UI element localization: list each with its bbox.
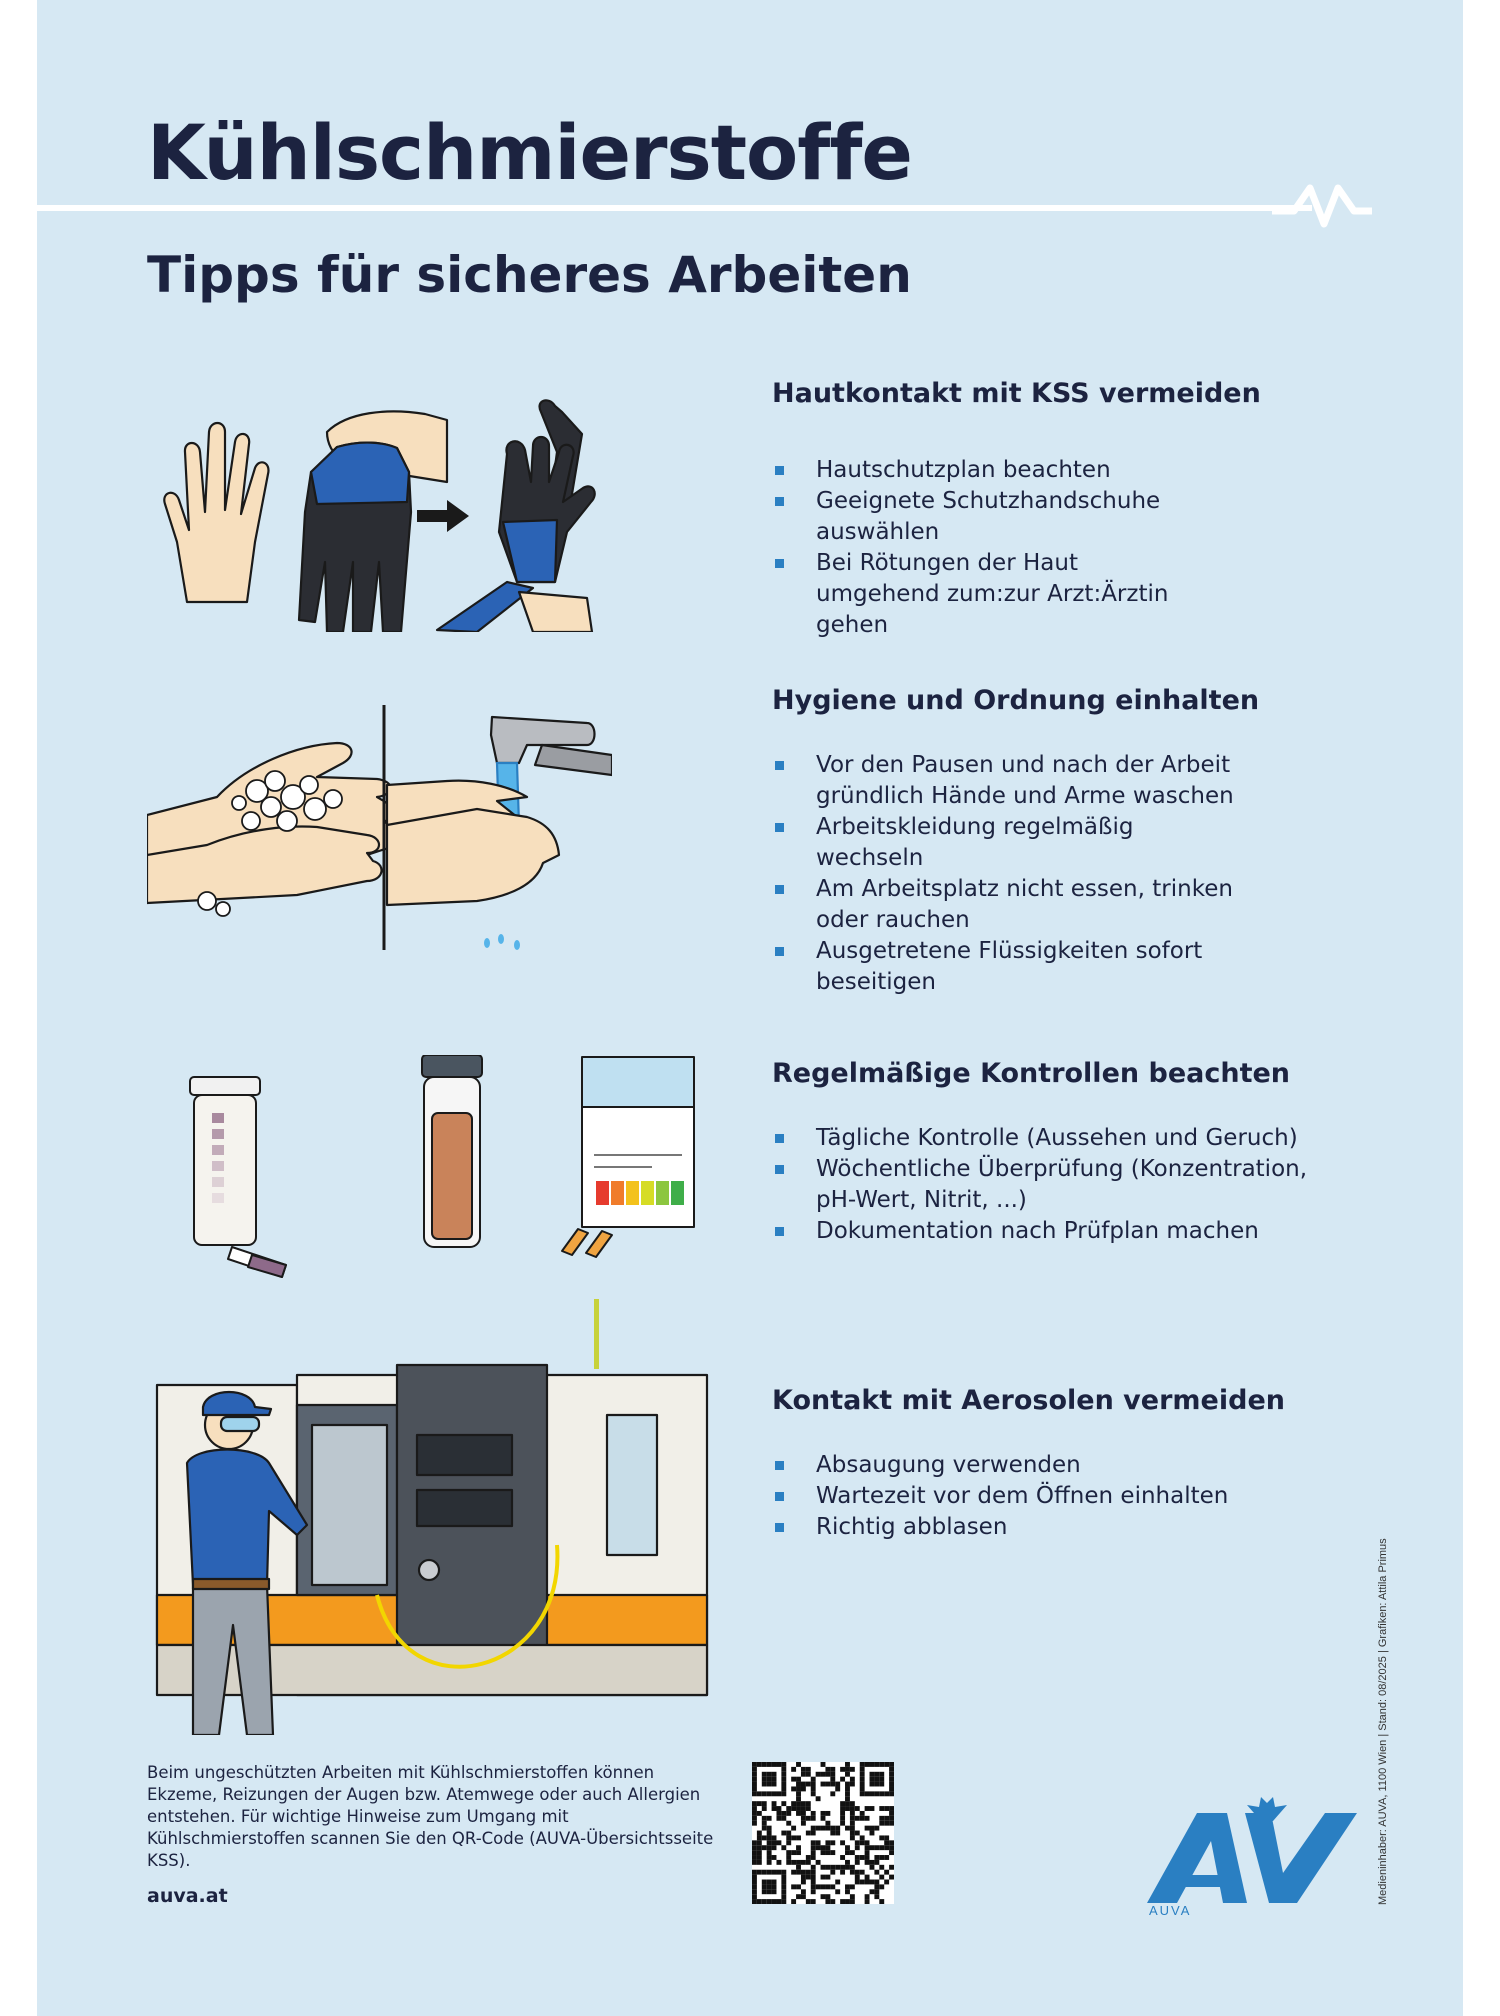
section-heading-aerosols: Kontakt mit Aerosolen vermeiden: [772, 1385, 1285, 1416]
test-kit-illustration: [189, 1055, 695, 1278]
bullet-list-skin: Hautschutzplan beachten Geeignete Schutz…: [772, 455, 1192, 641]
eagle-icon: [1247, 1797, 1287, 1821]
list-item: Bei Rötungen der Haut umgehend zum:zur A…: [772, 548, 1192, 641]
list-item: Dokumentation nach Prüfplan machen: [772, 1216, 1312, 1247]
list-item: Ausgetretene Flüssigkeiten sofort beseit…: [772, 936, 1242, 998]
bullet-square-icon: [775, 885, 784, 894]
bullet-list-hygiene: Vor den Pausen und nach der Arbeit gründ…: [772, 750, 1242, 998]
list-item: Wartezeit vor dem Öffnen einhalten: [772, 1481, 1242, 1512]
section-heading-hygiene: Hygiene und Ordnung einhalten: [772, 685, 1260, 716]
logo-wordmark: AUVA: [1149, 1903, 1191, 1915]
title-rule-wave-icon: [1272, 184, 1372, 228]
cnc-machine-illustration: [155, 1299, 709, 1735]
list-item: Vor den Pausen und nach der Arbeit gründ…: [772, 750, 1242, 812]
bullet-square-icon: [775, 466, 784, 475]
list-item: Am Arbeitsplatz nicht essen, trinken ode…: [772, 874, 1242, 936]
bullet-square-icon: [775, 497, 784, 506]
bullet-list-aerosols: Absaugung verwenden Wartezeit vor dem Öf…: [772, 1450, 1242, 1543]
list-item: Geeignete Schutzhandschuhe auswählen: [772, 486, 1192, 548]
section-heading-controls: Regelmäßige Kontrollen beachten: [772, 1058, 1291, 1089]
poster: Kühlschmierstoffe Tipps für sicheres Arb…: [37, 0, 1463, 2016]
list-item: Absaugung verwenden: [772, 1450, 1242, 1481]
footer-description: Beim ungeschützten Arbeiten mit Kühlschm…: [147, 1763, 714, 1870]
list-item: Hautschutzplan beachten: [772, 455, 1192, 486]
glove-illustration: [163, 399, 596, 632]
title-rule: [37, 205, 1312, 211]
bullet-square-icon: [775, 1461, 784, 1470]
qr-code[interactable]: [752, 1762, 894, 1904]
bullet-square-icon: [775, 1165, 784, 1174]
bullet-square-icon: [775, 1523, 784, 1532]
bullet-square-icon: [775, 761, 784, 770]
bullet-square-icon: [775, 823, 784, 832]
bullet-list-controls: Tägliche Kontrolle (Aussehen und Geruch)…: [772, 1123, 1312, 1247]
list-item: Arbeitskleidung regelmäßig wechseln: [772, 812, 1242, 874]
footer-url-link[interactable]: auva.at: [147, 1885, 228, 1907]
list-item: Richtig abblasen: [772, 1512, 1242, 1543]
section-heading-skin: Hautkontakt mit KSS vermeiden: [772, 378, 1261, 409]
page-subtitle: Tipps für sicheres Arbeiten: [147, 246, 912, 304]
bullet-square-icon: [775, 1134, 784, 1143]
list-item: Wöchentliche Überprüfung (Konzentration,…: [772, 1154, 1312, 1216]
credits-text: Medieninhaber: AUVA, 1100 Wien | Stand: …: [1377, 1538, 1389, 1905]
handwashing-illustration: [147, 705, 612, 950]
bullet-square-icon: [775, 947, 784, 956]
auva-logo: AUVA: [1147, 1797, 1357, 1915]
bullet-square-icon: [775, 559, 784, 568]
bullet-square-icon: [775, 1227, 784, 1236]
page-title: Kühlschmierstoffe: [147, 108, 913, 197]
list-item: Tägliche Kontrolle (Aussehen und Geruch): [772, 1123, 1312, 1154]
bullet-square-icon: [775, 1492, 784, 1501]
